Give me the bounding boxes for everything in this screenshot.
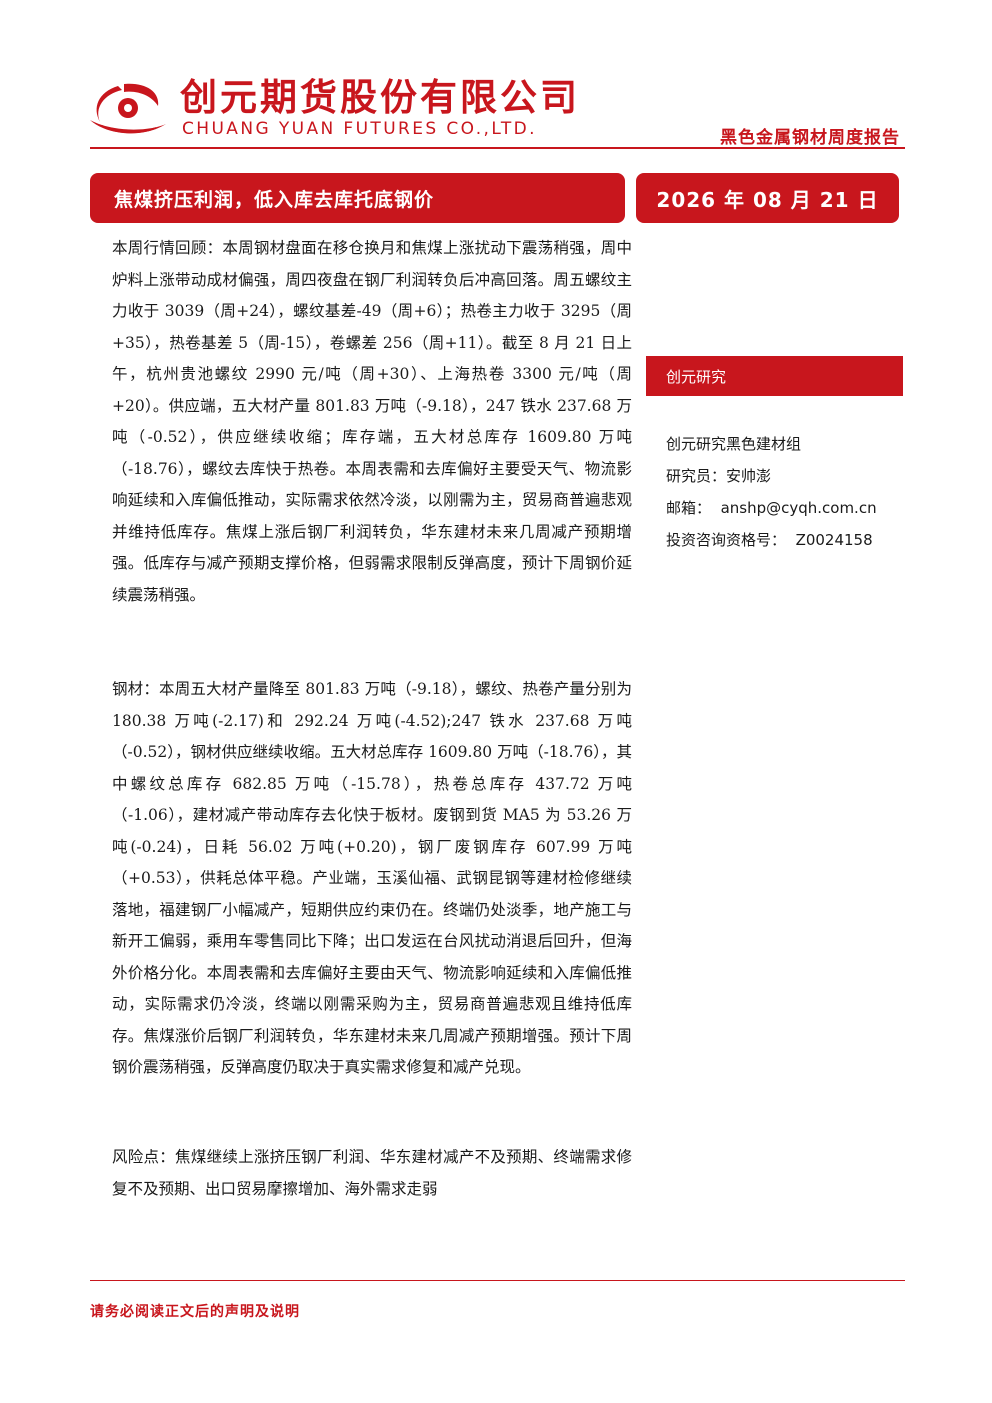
company-name-cn: 创元期货股份有限公司 <box>180 76 580 119</box>
email-label: 邮箱： <box>666 499 712 517</box>
header-divider <box>90 147 905 149</box>
report-title: 焦煤挤压利润，低入库去库托底钢价 <box>114 188 435 211</box>
license-label: 投资咨询资格号： <box>666 531 787 549</box>
license: 投资咨询资格号： Z0024158 <box>666 530 873 550</box>
license-number: Z0024158 <box>795 531 873 549</box>
analyst-name: 安帅澎 <box>726 467 772 485</box>
report-date-bar: 2026 年 08 月 21 日 <box>636 173 899 223</box>
risk-paragraph: 风险点：焦煤继续上涨挤压钢厂利润、华东建材减产不及预期、终端需求修复不及预期、出… <box>112 1148 632 1198</box>
company-logo-icon <box>90 83 166 134</box>
research-group: 创元研究黑色建材组 <box>666 434 801 454</box>
analyst-label: 研究员： <box>666 467 727 485</box>
sidebar-heading-label: 创元研究 <box>666 367 727 386</box>
sidebar-heading: 创元研究 <box>646 356 903 396</box>
email-address[interactable]: anshp@cyqh.com.cn <box>720 499 877 517</box>
footer-disclaimer: 请务必阅读正文后的声明及说明 <box>90 1304 300 1320</box>
footer-divider <box>90 1280 905 1281</box>
report-type: 黑色金属钢材周度报告 <box>720 128 900 148</box>
weekly-review-paragraph: 本周行情回顾：本周钢材盘面在移仓换月和焦煤上涨扰动下震荡稍强，周中炉料上涨带动成… <box>112 239 632 604</box>
report-date: 2026 年 08 月 21 日 <box>656 187 879 212</box>
steel-paragraph: 钢材：本周五大材产量降至 801.83 万吨（-9.18），螺纹、热卷产量分别为… <box>112 680 632 1076</box>
analyst: 研究员：安帅澎 <box>666 466 771 486</box>
report-title-bar: 焦煤挤压利润，低入库去库托底钢价 <box>90 173 625 223</box>
company-name-en: CHUANG YUAN FUTURES CO.,LTD. <box>182 119 537 139</box>
research-group-label: 创元研究黑色建材组 <box>666 435 802 453</box>
email: 邮箱： anshp@cyqh.com.cn <box>666 498 877 518</box>
